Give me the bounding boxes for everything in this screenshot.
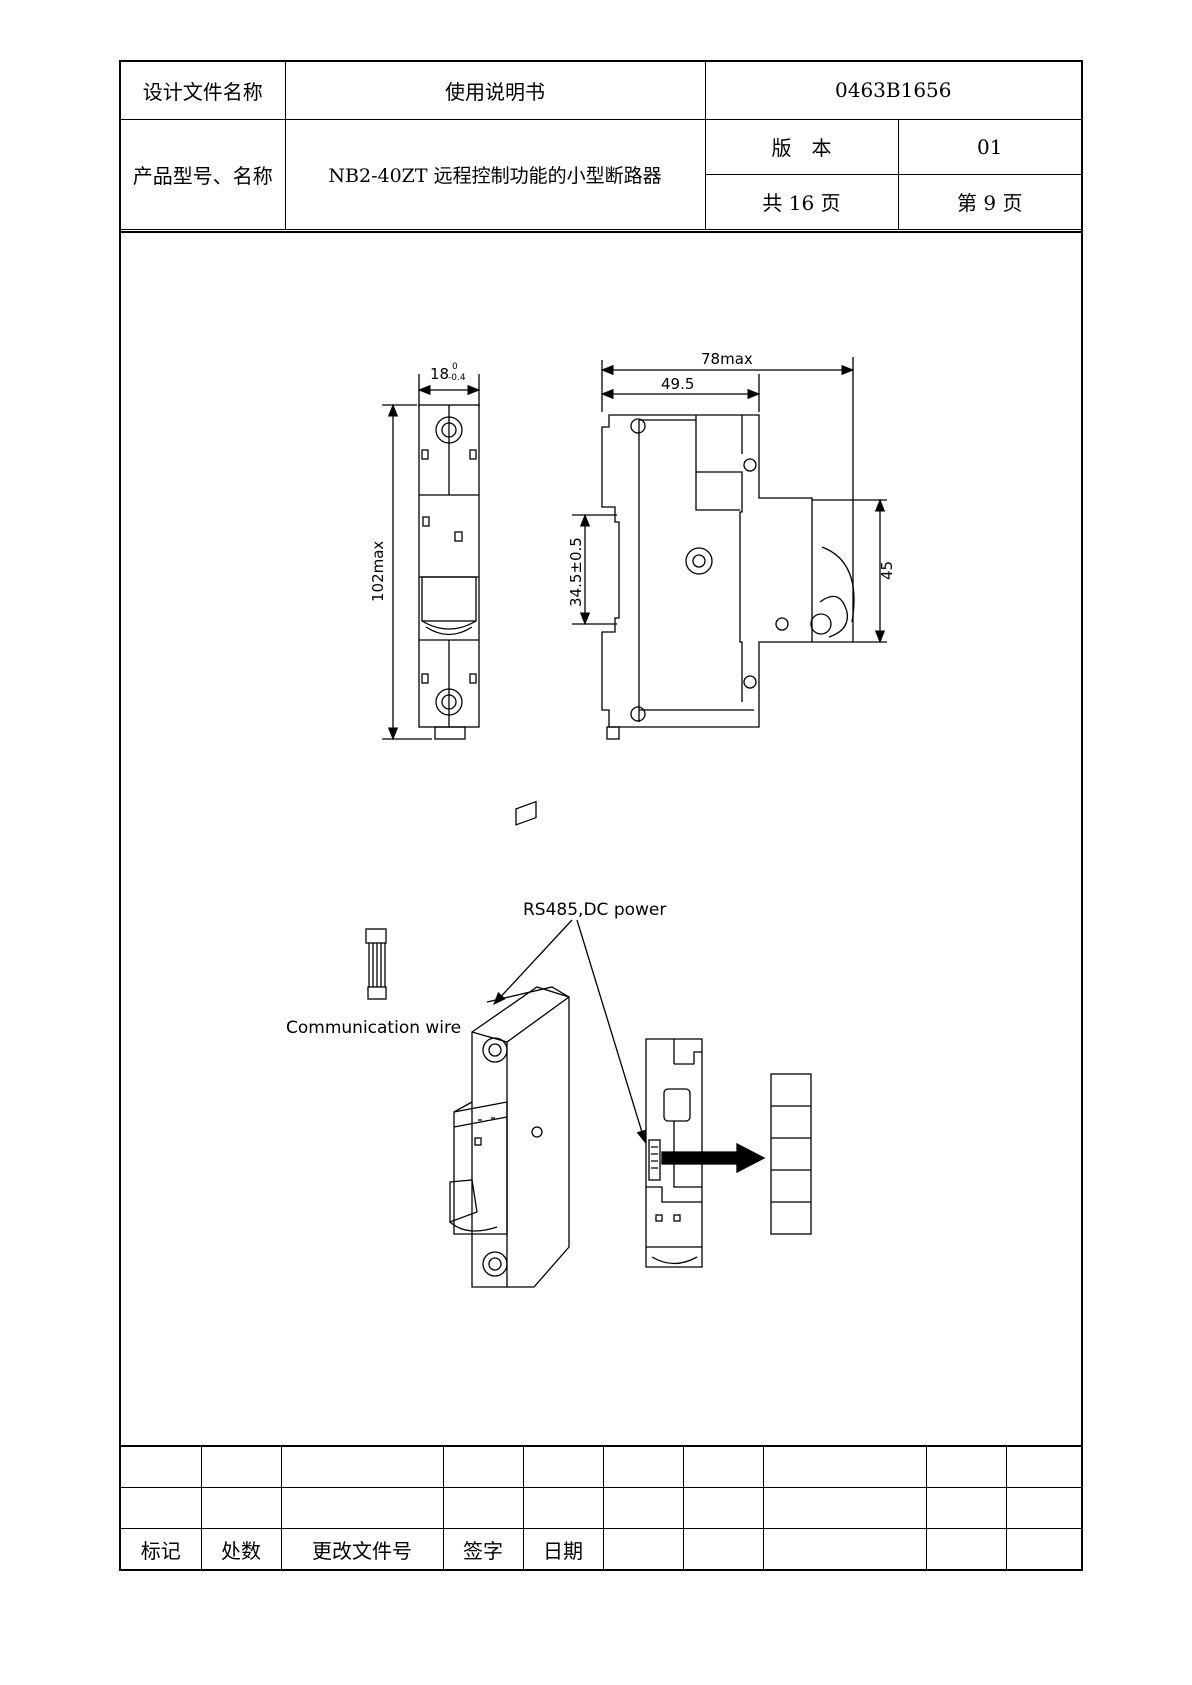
breaker-isometric-icon bbox=[450, 802, 569, 1287]
communication-wire-icon bbox=[366, 929, 386, 999]
document-frame: 设计文件名称 使用说明书 0463B1656 产品型号、名称 NB2-40ZT … bbox=[119, 60, 1083, 1571]
dim-rail: 34.5±0.5 bbox=[567, 537, 585, 607]
dim-tol-lower: -0.4 bbox=[448, 373, 466, 383]
label-rs485: RS485,DC power bbox=[523, 900, 666, 920]
front-view bbox=[382, 374, 479, 739]
rev-col-date: 日期 bbox=[523, 1529, 603, 1570]
dim-depth: 49.5 bbox=[661, 375, 694, 393]
insert-arrow-icon bbox=[662, 1144, 764, 1172]
dim-total-depth: 78max bbox=[701, 350, 753, 368]
dim-height: 102max bbox=[369, 541, 387, 602]
revision-table: 标记 处数 更改文件号 签字 日期 bbox=[121, 1445, 1081, 1569]
label-comm-wire: Communication wire bbox=[286, 1018, 461, 1038]
side-view bbox=[572, 357, 887, 739]
dim-width-front: 18 bbox=[430, 365, 449, 383]
rev-col-doc: 更改文件号 bbox=[281, 1529, 443, 1570]
technical-drawing: 18 0 -0.4 102max 78max 49.5 34.5±0.5 45 bbox=[121, 62, 1081, 1569]
dim-45: 45 bbox=[878, 561, 896, 580]
dim-tol-upper: 0 bbox=[452, 362, 458, 372]
assembly-view bbox=[366, 802, 811, 1287]
rev-col-mark: 标记 bbox=[121, 1529, 201, 1570]
module-stack-icon bbox=[771, 1074, 811, 1234]
rev-col-count: 处数 bbox=[201, 1529, 281, 1570]
rev-col-sign: 签字 bbox=[443, 1529, 523, 1570]
